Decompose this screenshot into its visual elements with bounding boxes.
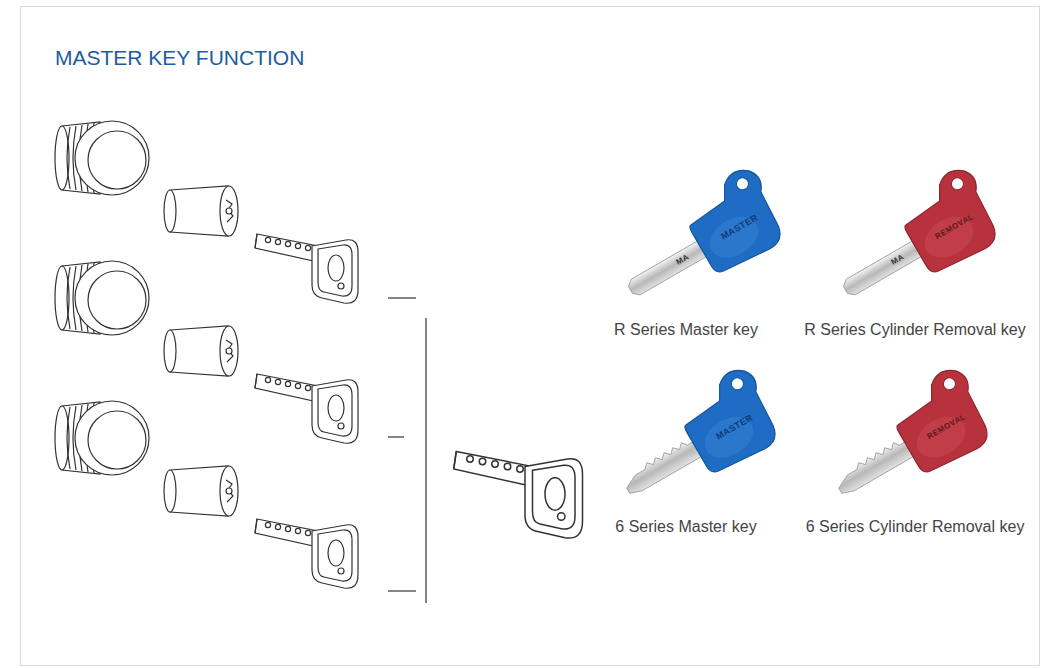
key-caption: 6 Series Cylinder Removal key — [806, 518, 1025, 536]
key-caption: R Series Cylinder Removal key — [804, 321, 1025, 339]
key-caption: R Series Master key — [614, 321, 758, 339]
page-title: MASTER KEY FUNCTION — [55, 46, 304, 70]
key-caption: 6 Series Master key — [615, 518, 756, 536]
